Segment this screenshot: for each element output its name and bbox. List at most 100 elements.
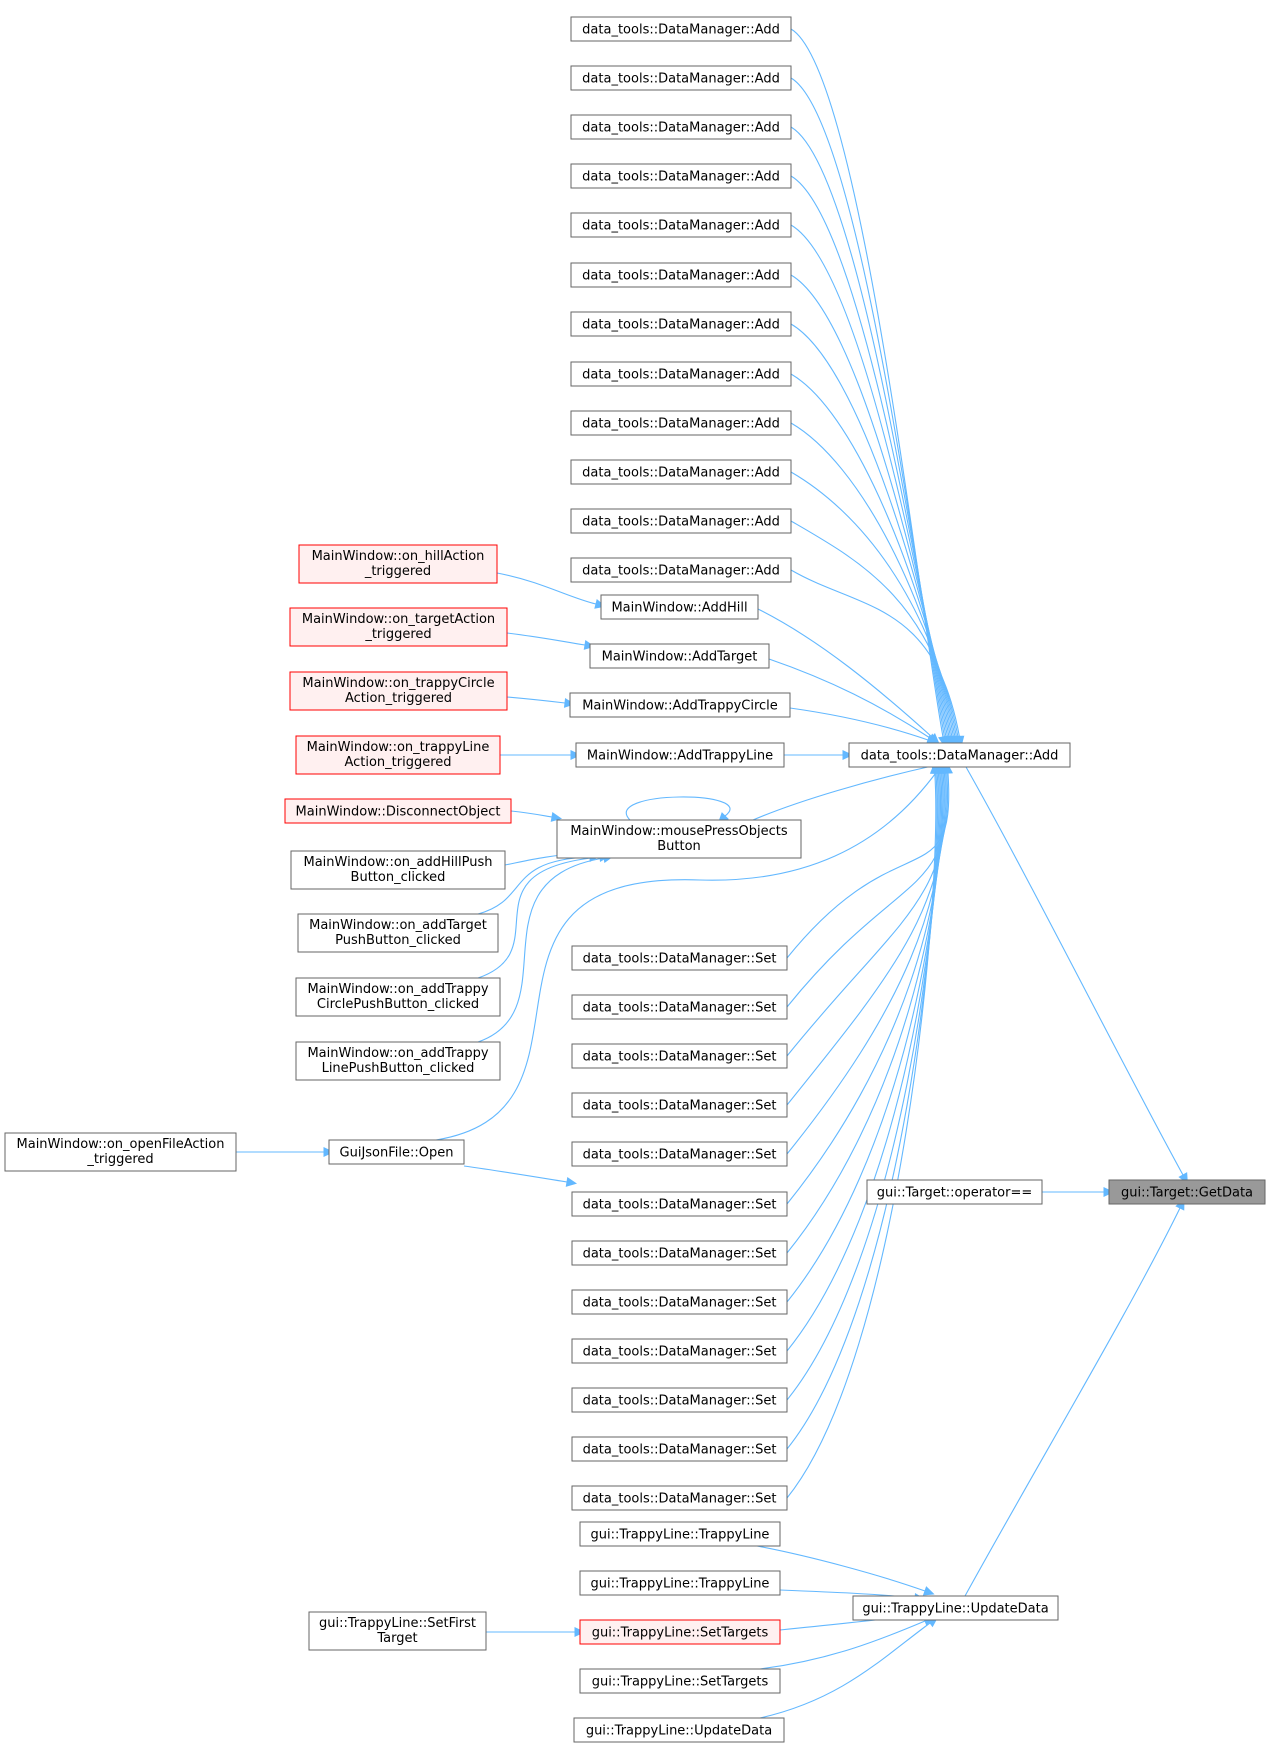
edge-upd2-to-upd: [759, 1616, 939, 1719]
edge-line: [786, 772, 938, 1450]
node-box: [570, 557, 792, 583]
node-set5[interactable]: data_tools::DataManager::Set: [571, 1141, 788, 1167]
node-box: [575, 742, 785, 768]
edge-addTarget-to-dmAdd: [768, 658, 939, 744]
node-getData[interactable]: gui::Target::GetData: [1108, 1179, 1266, 1205]
node-set9[interactable]: data_tools::DataManager::Set: [571, 1338, 788, 1364]
node-set12[interactable]: data_tools::DataManager::Set: [571, 1485, 788, 1511]
edge-add12-to-dmAdd: [790, 569, 965, 748]
node-box: [297, 913, 499, 953]
edge-line: [477, 856, 591, 915]
edge-line: [756, 1545, 926, 1592]
node-set8[interactable]: data_tools::DataManager::Set: [571, 1289, 788, 1315]
node-set2[interactable]: data_tools::DataManager::Set: [571, 994, 788, 1020]
node-add1[interactable]: data_tools::DataManager::Add: [570, 16, 792, 42]
node-addTarget[interactable]: MainWindow::AddTarget: [589, 643, 770, 669]
node-box: [852, 1595, 1059, 1621]
node-label: gui::Target::operator==: [877, 1186, 1033, 1201]
edge-set11-to-dmAdd: [786, 762, 942, 1450]
node-add8[interactable]: data_tools::DataManager::Add: [570, 361, 792, 387]
node-label: data_tools::DataManager::Set: [583, 1394, 777, 1409]
node-onHill[interactable]: MainWindow::on_hillAction_triggered: [298, 544, 498, 584]
edge-setTargets-to-upd: [759, 1616, 935, 1670]
edge-line: [757, 608, 933, 738]
node-set7[interactable]: data_tools::DataManager::Set: [571, 1240, 788, 1266]
edge-add4-to-dmAdd: [790, 175, 953, 748]
node-addLine[interactable]: MainWindow::AddTrappyLine: [575, 742, 785, 768]
node-add3[interactable]: data_tools::DataManager::Add: [570, 114, 792, 140]
node-set3[interactable]: data_tools::DataManager::Set: [571, 1043, 788, 1069]
edge-line: [759, 1620, 926, 1670]
node-label: gui::TrappyLine::SetFirst: [319, 1616, 476, 1631]
node-box: [579, 1570, 781, 1596]
node-pbCircle[interactable]: MainWindow::on_addTrappyCirclePushButton…: [295, 977, 501, 1017]
node-box: [298, 544, 498, 584]
node-addHill[interactable]: MainWindow::AddHill: [600, 594, 759, 620]
edge-onLine-to-addLine: [500, 750, 582, 760]
node-dmAdd[interactable]: data_tools::DataManager::Add: [848, 742, 1071, 768]
node-label: gui::TrappyLine::SetTargets: [592, 1675, 769, 1690]
node-pbLine[interactable]: MainWindow::on_addTrappyLinePushButton_c…: [295, 1041, 501, 1081]
node-box: [571, 1191, 788, 1217]
edge-line: [964, 1207, 1181, 1597]
node-box: [579, 1521, 781, 1547]
node-box: [571, 1387, 788, 1413]
node-opEq[interactable]: gui::Target::operator==: [866, 1179, 1043, 1205]
edge-add5-to-dmAdd: [790, 224, 954, 748]
node-add10[interactable]: data_tools::DataManager::Add: [570, 459, 792, 485]
node-openFile[interactable]: MainWindow::on_openFileAction_triggered: [4, 1132, 237, 1172]
node-disconnect[interactable]: MainWindow::DisconnectObject: [284, 798, 512, 824]
node-add5[interactable]: data_tools::DataManager::Add: [570, 212, 792, 238]
node-label: data_tools::DataManager::Add: [582, 170, 780, 185]
node-add11[interactable]: data_tools::DataManager::Add: [570, 508, 792, 534]
node-tl2[interactable]: gui::TrappyLine::TrappyLine: [579, 1570, 781, 1596]
node-add9[interactable]: data_tools::DataManager::Add: [570, 410, 792, 436]
node-add12[interactable]: data_tools::DataManager::Add: [570, 557, 792, 583]
node-onTarget[interactable]: MainWindow::on_targetAction_triggered: [289, 607, 508, 647]
edge-set12-to-dmAdd: [786, 762, 940, 1499]
node-label: MainWindow::mousePressObjects: [570, 824, 788, 839]
node-box: [4, 1132, 237, 1172]
edge-line: [786, 772, 946, 1106]
node-addCircle[interactable]: MainWindow::AddTrappyCircle: [569, 692, 791, 718]
node-label: MainWindow::AddTrappyLine: [587, 749, 773, 764]
node-box: [570, 459, 792, 485]
edge-line: [790, 569, 961, 738]
node-label: data_tools::DataManager::Add: [582, 121, 780, 136]
node-add6[interactable]: data_tools::DataManager::Add: [570, 262, 792, 288]
node-label: CirclePushButton_clicked: [317, 997, 479, 1012]
node-label: GuiJsonFile::Open: [340, 1146, 454, 1161]
node-add7[interactable]: data_tools::DataManager::Add: [570, 311, 792, 337]
node-label: MainWindow::on_targetAction: [302, 612, 495, 627]
node-set1[interactable]: data_tools::DataManager::Set: [571, 945, 788, 971]
edge-line: [435, 769, 939, 1141]
node-label: data_tools::DataManager::Set: [583, 1296, 777, 1311]
node-setTargets[interactable]: gui::TrappyLine::SetTargets: [579, 1668, 781, 1694]
node-label: Target: [376, 1631, 417, 1646]
node-add4[interactable]: data_tools::DataManager::Add: [570, 163, 792, 189]
node-set4[interactable]: data_tools::DataManager::Set: [571, 1092, 788, 1118]
node-label: MainWindow::AddTrappyCircle: [582, 699, 778, 714]
node-box: [571, 1436, 788, 1462]
node-upd[interactable]: gui::TrappyLine::UpdateData: [852, 1595, 1059, 1621]
node-pbTarget[interactable]: MainWindow::on_addTargetPushButton_click…: [297, 913, 499, 953]
edge-arrowhead: [565, 1176, 578, 1187]
node-set11[interactable]: data_tools::DataManager::Set: [571, 1436, 788, 1462]
node-label: data_tools::DataManager::Set: [583, 1050, 777, 1065]
node-label: data_tools::DataManager::Add: [582, 23, 780, 38]
node-upd2[interactable]: gui::TrappyLine::UpdateData: [573, 1717, 785, 1743]
node-jsonOpen[interactable]: GuiJsonFile::Open: [328, 1139, 465, 1165]
node-set6[interactable]: data_tools::DataManager::Set: [571, 1191, 788, 1217]
node-tl1[interactable]: gui::TrappyLine::TrappyLine: [579, 1521, 781, 1547]
node-set10[interactable]: data_tools::DataManager::Set: [571, 1387, 788, 1413]
node-setTargetsR[interactable]: gui::TrappyLine::SetTargets: [579, 1619, 781, 1645]
edge-onCircle-to-addCircle: [506, 696, 576, 708]
node-onCircle[interactable]: MainWindow::on_trappyCircleAction_trigge…: [289, 671, 508, 711]
node-add2[interactable]: data_tools::DataManager::Add: [570, 65, 792, 91]
edge-set9-to-dmAdd: [786, 762, 944, 1352]
node-onLine[interactable]: MainWindow::on_trappyLineAction_triggere…: [295, 735, 501, 775]
edge-line: [477, 856, 601, 979]
